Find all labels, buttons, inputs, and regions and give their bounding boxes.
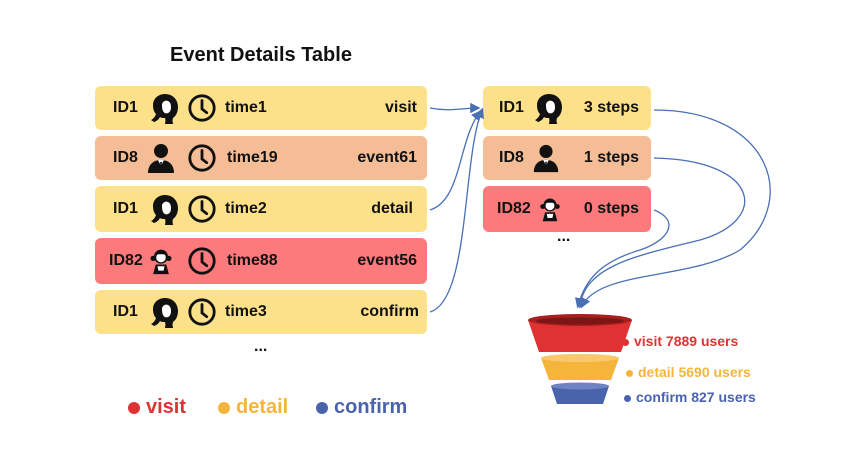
funnel-label-detail: detail 5690 users xyxy=(626,364,751,380)
connector-confirm xyxy=(429,107,484,313)
user-id: ID8 xyxy=(499,149,524,166)
funnel-label-visit: visit 7889 users xyxy=(622,333,738,349)
summary-row: ID1 3 steps xyxy=(483,86,651,130)
step-count: 0 steps xyxy=(583,200,639,217)
connector-id8-funnel xyxy=(575,157,746,309)
event-row: ID1 time1 visit xyxy=(95,86,427,130)
user-id: ID1 xyxy=(113,200,138,217)
event-time: time88 xyxy=(227,252,278,269)
user-id: ID1 xyxy=(113,303,138,320)
summary-row: ID8 1 steps xyxy=(483,136,651,180)
connector-id82-funnel xyxy=(575,209,670,309)
event-time: time3 xyxy=(225,303,267,320)
funnel-dot-confirm xyxy=(624,394,631,402)
connector-visit xyxy=(429,102,481,114)
funnel-dot-detail xyxy=(626,369,633,377)
legend-confirm: confirm xyxy=(316,396,407,419)
event-time: time1 xyxy=(225,99,267,116)
event-row: ID1 time3 confirm xyxy=(95,290,427,334)
event-name: event56 xyxy=(357,252,417,269)
event-name: detail xyxy=(371,200,413,217)
legend-visit: visit xyxy=(128,396,186,419)
event-time: time2 xyxy=(225,200,267,217)
event-row: ID1 time2 detail xyxy=(95,186,427,232)
legend-dot xyxy=(316,401,328,414)
connector-id1-funnel xyxy=(580,109,771,309)
funnel-tier-detail xyxy=(541,358,619,380)
event-name: event61 xyxy=(357,149,417,166)
event-name: visit xyxy=(384,99,417,116)
legend-dot xyxy=(218,401,230,414)
table-title: Event Details Table xyxy=(170,44,352,66)
event-name: confirm xyxy=(360,303,419,320)
funnel-tier-confirm xyxy=(551,386,609,404)
summary-row: ID82 0 steps xyxy=(483,186,651,232)
step-count: 1 steps xyxy=(583,149,639,166)
legend-dot xyxy=(128,401,140,414)
user-id: ID8 xyxy=(113,149,138,166)
more-summary-ellipsis: ... xyxy=(557,228,571,245)
user-id: ID82 xyxy=(497,200,531,217)
user-id: ID82 xyxy=(109,252,143,269)
funnel-dot-visit xyxy=(622,338,629,346)
conversion-funnel xyxy=(528,314,632,404)
event-time: time19 xyxy=(227,149,278,166)
funnel-tier-visit xyxy=(528,320,632,352)
step-count: 3 steps xyxy=(583,99,639,116)
funnel-label-confirm: confirm 827 users xyxy=(624,389,756,405)
connector-detail xyxy=(429,109,482,211)
user-id: ID1 xyxy=(499,99,524,116)
event-row: ID82 time88 event56 xyxy=(95,238,427,284)
event-row: ID8 time19 event61 xyxy=(95,136,427,180)
user-id: ID1 xyxy=(113,99,138,116)
legend-detail: detail xyxy=(218,396,288,419)
more-events-ellipsis: ... xyxy=(254,338,268,355)
